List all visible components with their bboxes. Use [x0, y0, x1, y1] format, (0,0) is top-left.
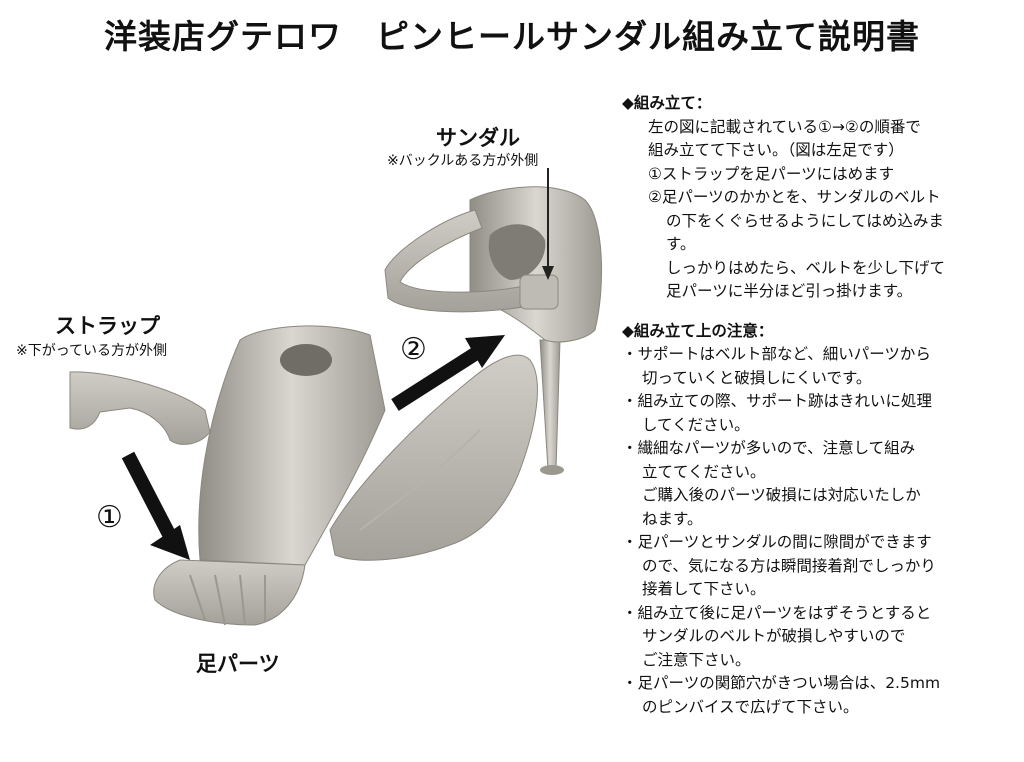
caution-line: ・繊細なパーツが多いので、注意して組み — [622, 439, 916, 457]
strap-label: ストラップ — [55, 314, 160, 338]
strap-note: ※下がっている方が外側 — [16, 343, 168, 359]
caution-line: サンダルのベルトが破損しやすいので — [642, 627, 906, 645]
assembly-line: 左の図に記載されている①→②の順番で — [648, 117, 921, 136]
caution-line: ・足パーツの関節穴がきつい場合は、2.5mm — [622, 674, 941, 692]
caution-line: ねます。 — [642, 509, 703, 528]
step2-marker: ② — [400, 332, 427, 367]
caution-line: してください。 — [642, 415, 750, 434]
sandal-part — [329, 186, 603, 561]
caution-line: ・組み立て後に足パーツをはずそうとすると — [622, 603, 932, 622]
strap-part — [69, 371, 211, 445]
cautions-heading: ◆組み立て上の注意： — [622, 321, 774, 340]
caution-line: ・サポートはベルト部など、細いパーツから — [622, 345, 931, 363]
caution-line: ご注意下さい。 — [642, 650, 751, 669]
caution-line: ・組み立ての際、サポート跡はきれいに処理 — [622, 392, 933, 410]
assembly-line: 組み立てて下さい。（図は左足です） — [648, 141, 904, 159]
assembly-line: 足パーツに半分ほど引っ掛けます。 — [666, 282, 913, 300]
sandal-label: サンダル — [436, 126, 520, 150]
caution-line: ご購入後のパーツ破損には対応いたしか — [642, 486, 921, 504]
caution-line: 接着して下さい。 — [642, 580, 766, 598]
caution-line: ・足パーツとサンダルの間に隙間ができます — [622, 533, 932, 551]
assembly-line: の下をくぐらせるようにしてはめ込みま — [666, 211, 944, 230]
assembly-line: す。 — [666, 235, 696, 253]
arrow-step2 — [391, 335, 505, 411]
arrow-step1 — [121, 451, 190, 560]
pointer-line — [542, 168, 554, 280]
caution-line: 立ててください。 — [642, 462, 766, 481]
assembly-line: ①ストラップを足パーツにはめます — [648, 164, 895, 183]
assembly-figure: サンダル ※バックルある方が外側 ストラップ ※下がっている方が外側 足パーツ … — [0, 70, 620, 758]
step1-marker: ① — [96, 500, 123, 535]
caution-line: のピンバイスで広げて下さい。 — [642, 697, 859, 716]
foot-label: 足パーツ — [196, 652, 280, 676]
assembly-illustration — [69, 168, 603, 626]
caution-line: 切っていくと破損しにくいです。 — [642, 368, 872, 387]
foot-part — [153, 325, 386, 626]
assembly-heading: ◆組み立て： — [622, 94, 712, 112]
page-title: 洋装店グテロワ ピンヒールサンダル組み立て説明書 — [104, 17, 920, 56]
caution-line: ので、気になる方は瞬間接着剤でしっかり — [642, 556, 936, 575]
instructions-panel: ◆組み立て： 左の図に記載されている①→②の順番で 組み立てて下さい。（図は左足… — [622, 92, 1022, 719]
assembly-line: しっかりはめたら、ベルトを少し下げて — [666, 258, 946, 277]
assembly-line: ②足パーツのかかとを、サンダルのベルト — [648, 188, 941, 206]
sandal-note: ※バックルある方が外側 — [387, 153, 539, 169]
